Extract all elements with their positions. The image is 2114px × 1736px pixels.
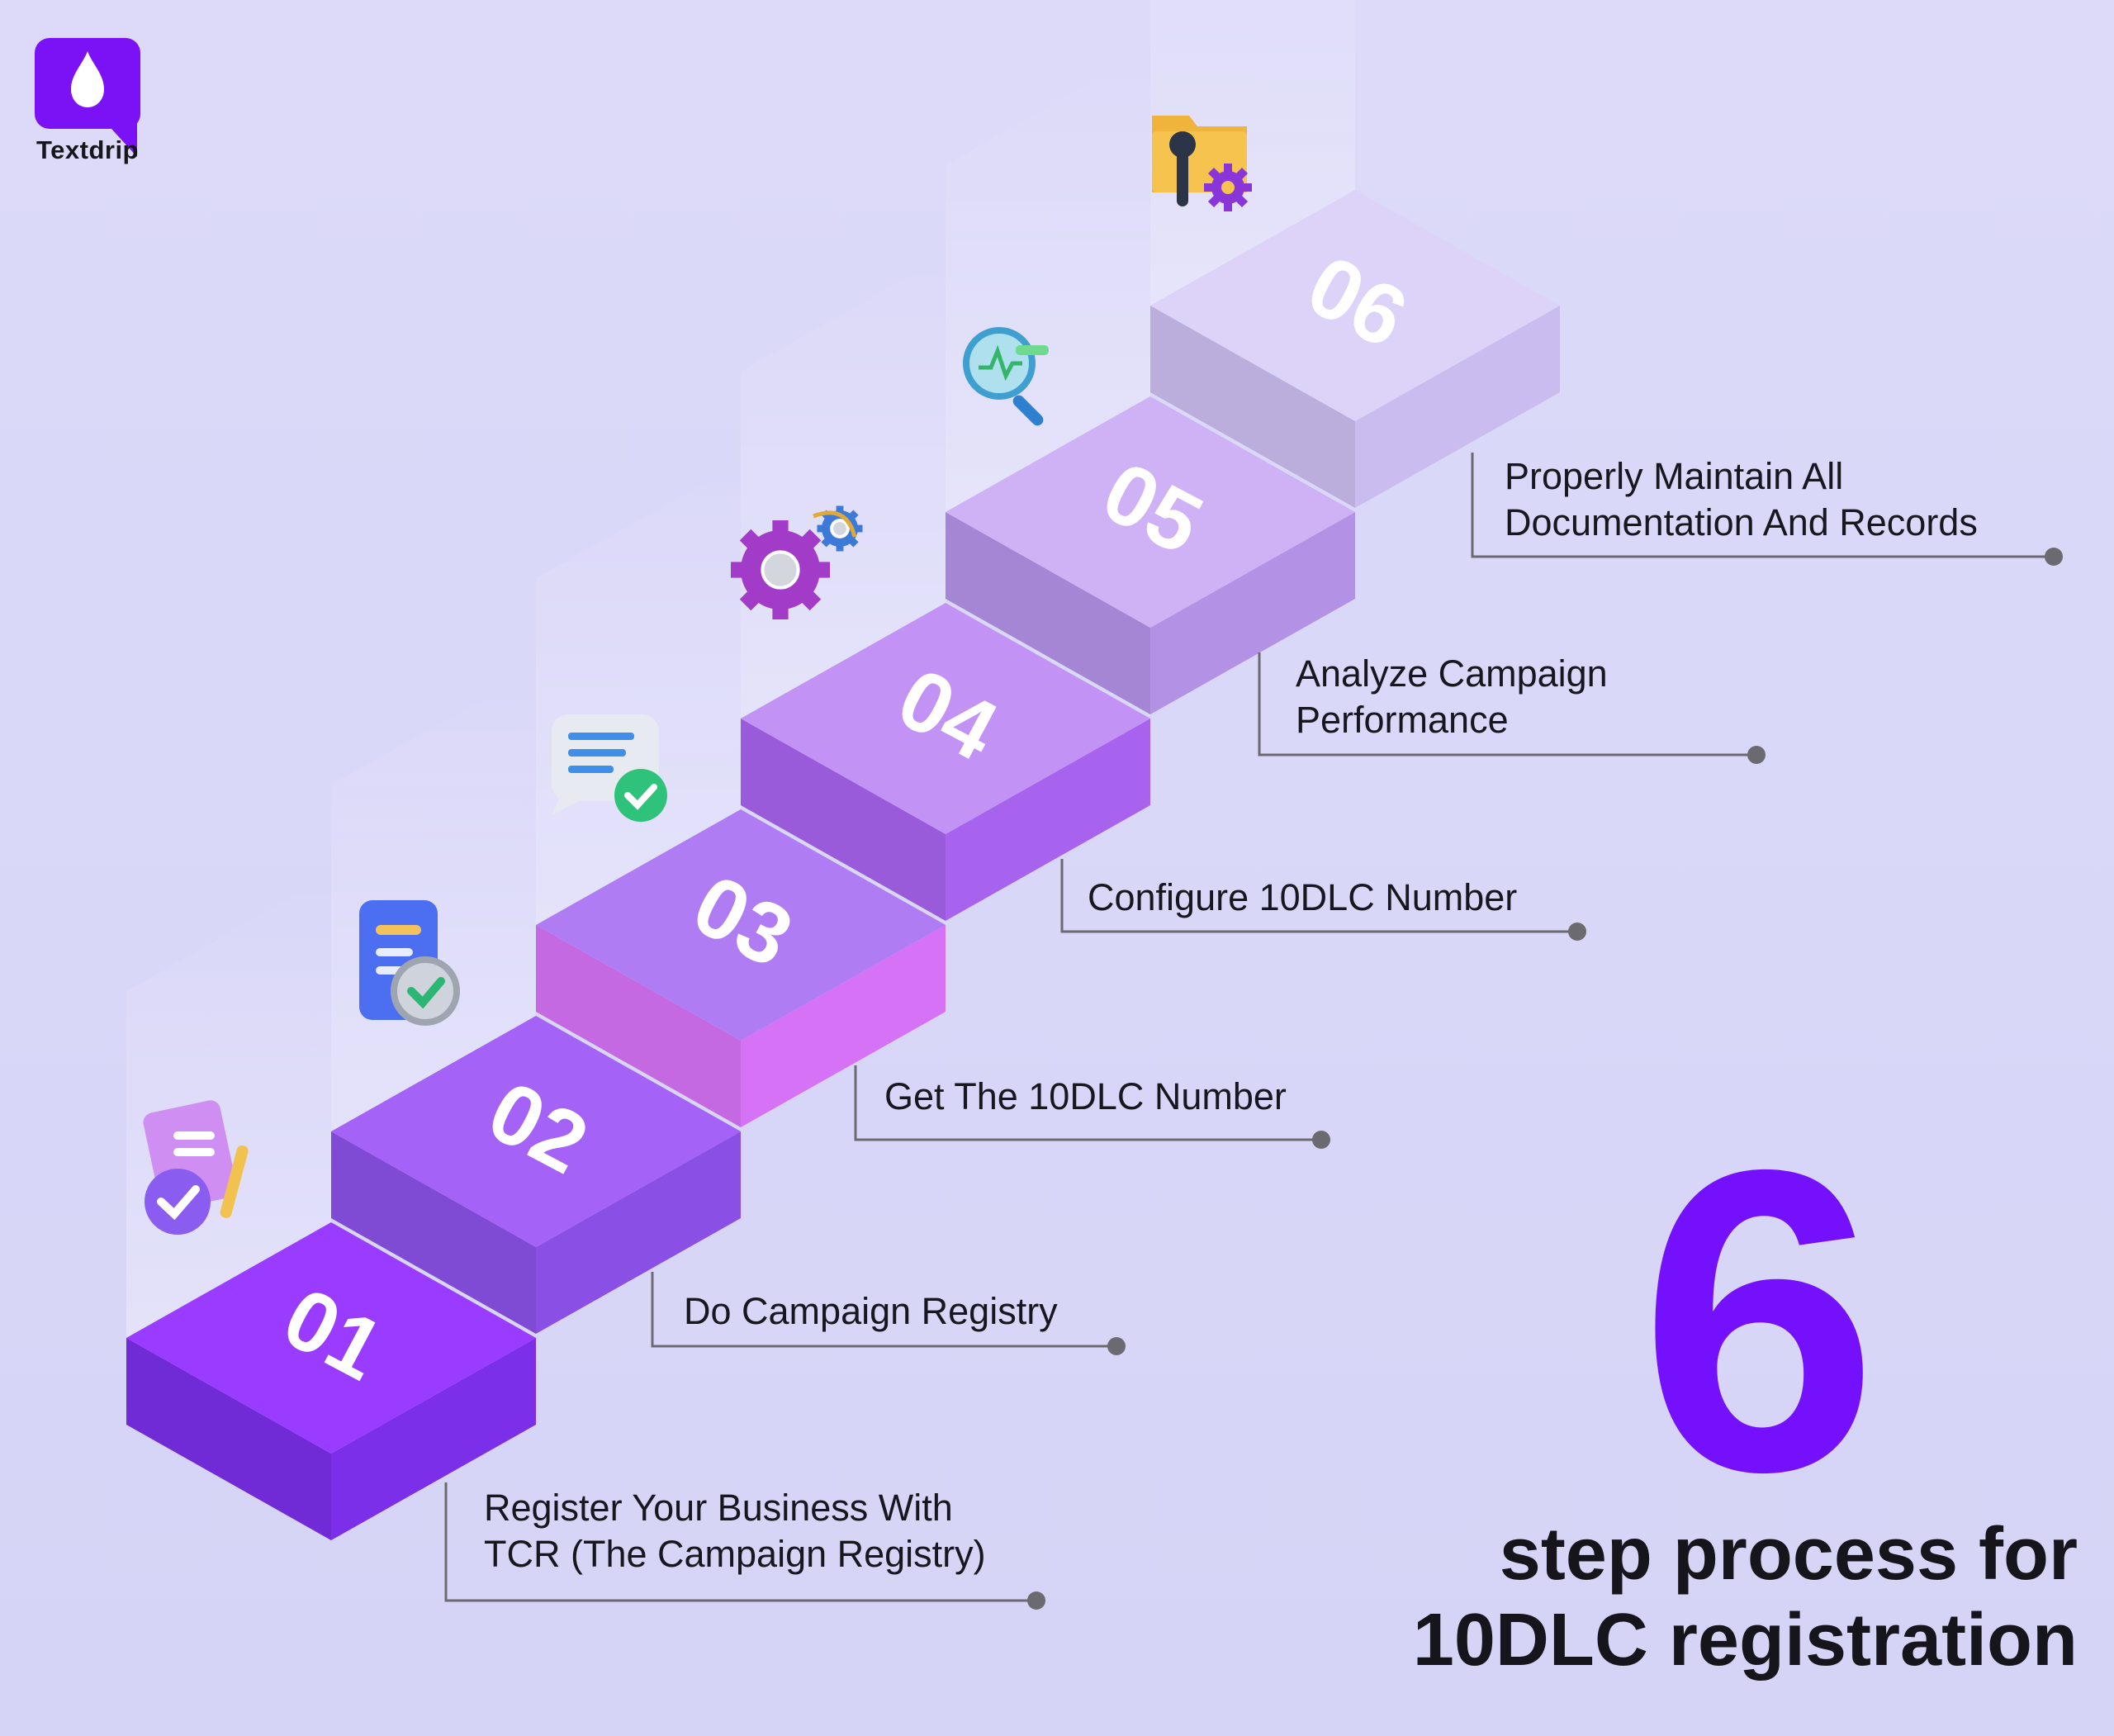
step-top-face bbox=[1150, 190, 1560, 421]
step-right-face bbox=[331, 1338, 536, 1540]
step-top-face bbox=[946, 396, 1355, 628]
step-top-face bbox=[331, 1016, 741, 1247]
step-left-face bbox=[536, 925, 741, 1127]
step-count-number: 6 bbox=[1639, 1081, 1879, 1561]
leader-dot bbox=[1568, 923, 1586, 941]
step-left-face bbox=[126, 1338, 331, 1540]
leader-line-3 bbox=[854, 1065, 1330, 1149]
leader-line-2 bbox=[651, 1272, 1126, 1355]
leader-line-5 bbox=[1258, 652, 1766, 764]
document-check-icon bbox=[143, 1100, 249, 1235]
step-right-face bbox=[536, 1131, 741, 1334]
folder-tools-icon bbox=[1152, 116, 1252, 211]
leader-line-6 bbox=[1471, 453, 2063, 566]
step-block-6: 06 bbox=[1150, 0, 1560, 508]
leader-dot bbox=[1312, 1131, 1330, 1149]
glass-pillar bbox=[1150, 0, 1355, 306]
step-left-face bbox=[741, 719, 946, 921]
leader-line-4 bbox=[1060, 859, 1586, 941]
leader-dot bbox=[1107, 1337, 1126, 1355]
step-left-face bbox=[331, 1131, 536, 1334]
step-right-face bbox=[741, 925, 946, 1127]
step-2-label: Do Campaign Registry bbox=[684, 1290, 1058, 1332]
step-block-2: 02 bbox=[331, 669, 741, 1334]
logo-tail bbox=[104, 121, 137, 157]
step-right-face bbox=[1355, 306, 1560, 508]
step-3-label: Get The 10DLC Number bbox=[884, 1075, 1287, 1117]
magnifier-chart-icon bbox=[963, 327, 1049, 426]
clipboard-check-icon bbox=[359, 900, 460, 1026]
step-right-face bbox=[946, 719, 1150, 921]
step-left-face bbox=[946, 512, 1150, 714]
gears-icon bbox=[731, 505, 863, 619]
step-block-3: 03 bbox=[536, 462, 946, 1127]
water-drop-icon bbox=[71, 51, 104, 107]
leader-dot bbox=[1747, 746, 1766, 764]
step-top-face bbox=[536, 809, 946, 1041]
leader-dot bbox=[1027, 1591, 1045, 1610]
step-right-face bbox=[1150, 512, 1355, 714]
leader-dot bbox=[2045, 548, 2063, 566]
step-block-4: 04 bbox=[741, 256, 1150, 921]
leader-line-1 bbox=[444, 1482, 1045, 1610]
headline-title: step process for 10DLC registration bbox=[1412, 1513, 2078, 1681]
brand-name: Textdrip bbox=[36, 135, 139, 164]
chat-check-icon bbox=[552, 714, 667, 822]
step-left-face bbox=[1150, 306, 1355, 508]
step-top-face bbox=[741, 603, 1150, 834]
step-top-face bbox=[126, 1222, 536, 1454]
glass-pillar bbox=[536, 462, 741, 925]
step-4-label: Configure 10DLC Number bbox=[1088, 876, 1518, 918]
